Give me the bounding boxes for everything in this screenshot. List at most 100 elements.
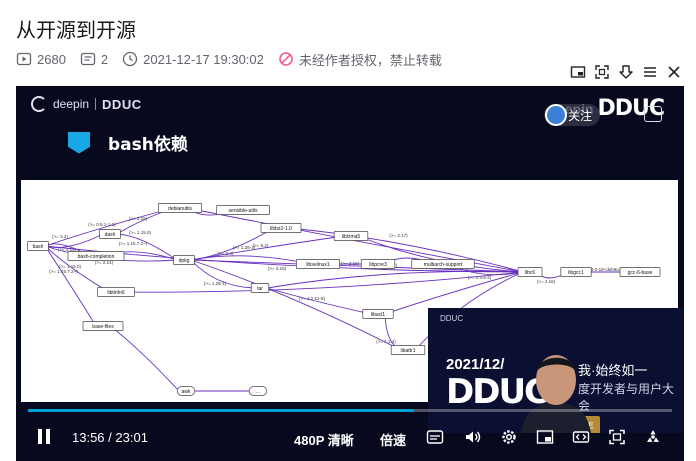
graph-node-box — [176, 386, 196, 396]
graph-node-label: libselinux1 — [306, 262, 330, 268]
time-separator: / — [104, 430, 116, 445]
graph-edge — [384, 313, 402, 351]
player-controls: 13:56 / 23:01 480P 清晰 倍速 — [16, 422, 684, 452]
page-title: 从开源到开源 — [16, 18, 136, 42]
video-meta: 2680 2 2021-12-17 19:30:02 未经作者授权，禁止转载 — [16, 50, 442, 68]
no-repost-icon — [278, 51, 294, 67]
graph-node-box — [250, 283, 270, 293]
graph-edge-label: (>= 1.15.0) — [129, 230, 152, 235]
download-icon[interactable] — [618, 64, 634, 80]
graph-edge-label: (>= 1.28-1) — [233, 245, 256, 250]
volume-icon[interactable] — [464, 428, 482, 446]
graph-node-label: base-files — [92, 324, 114, 330]
danmaku-bubble-icon[interactable] — [644, 106, 662, 122]
slide-logo-duc: DDUC — [102, 96, 142, 112]
publish-time-text: 2021-12-17 19:30:02 — [143, 51, 264, 67]
fullscreen-toggle-icon[interactable] — [644, 428, 662, 446]
graph-node-label: gcc-6-base — [628, 270, 653, 276]
total-time: 23:01 — [115, 430, 148, 445]
widescreen-icon[interactable] — [572, 428, 590, 446]
graph-node-box — [173, 255, 195, 265]
graph-node-box — [27, 241, 49, 251]
graph-edge-label: (>= 1.15.0) — [59, 264, 82, 269]
pause-icon-bar-left — [38, 429, 42, 444]
graph-edge — [190, 235, 345, 261]
slide-logo-deepin: deepin — [53, 97, 90, 111]
subtitle-icon[interactable] — [426, 428, 444, 446]
pip-slogan: 我·始终如一 — [578, 363, 648, 378]
play-count-icon — [16, 51, 32, 67]
graph-edge-label: (>= 1:1.4) — [376, 339, 396, 344]
deepin-logo-icon — [31, 96, 47, 112]
follow-label: 关注 — [567, 108, 592, 123]
speed-button[interactable]: 倍速 — [380, 433, 407, 448]
uploader-avatar[interactable] — [544, 104, 567, 126]
graph-node-label: dpkg — [179, 258, 190, 264]
graph-edge-label: (>= 2.17) — [389, 233, 408, 238]
graph-edge — [190, 259, 524, 273]
graph-edge — [190, 259, 402, 351]
time-display: 13:56 / 23:01 — [72, 430, 148, 445]
shield-icon — [68, 131, 90, 154]
fullscreen-icon[interactable] — [594, 64, 610, 80]
close-icon[interactable] — [666, 64, 682, 80]
graph-edge-label: (>= 2.2.51-8) — [299, 296, 326, 301]
graph-node-box — [67, 251, 125, 261]
speaker-camera-pip: DDUC 2021/12/ DDUC 我·始终如一 度开发者与用户大会 年 — [428, 308, 684, 433]
graph-edge-label: (>= 0.5.1-1-2) — [88, 222, 116, 227]
graph-node-label: libgcc1 — [568, 270, 584, 276]
comment-count: 2 — [80, 51, 108, 67]
graph-node-label: bash-completion — [78, 254, 115, 260]
graph-edge-label: (>= 6.3.0-18+deb9u1) — [579, 267, 623, 272]
quality-button[interactable]: 480P 清晰 — [294, 433, 354, 448]
picture-in-picture-icon[interactable] — [536, 428, 554, 446]
graph-node-box — [97, 287, 135, 297]
graph-node-box — [99, 229, 121, 239]
graph-node-label: libc6 — [525, 270, 536, 276]
pip-big-duc: DDUC — [446, 372, 549, 412]
graph-edge-label: (>= 2.15) — [58, 247, 77, 252]
graph-edge-label: (>= 2.16) — [341, 261, 360, 266]
logo-divider — [95, 98, 97, 110]
graph-edge-label: (>= 2.14) — [95, 260, 114, 265]
graph-node-box — [619, 267, 661, 277]
graph-edge-label: (>= 2.4) — [218, 251, 234, 256]
graph-edge — [266, 270, 524, 289]
graph-node-label: bash — [33, 244, 44, 250]
graph-edge — [190, 255, 312, 265]
graph-edge-label: (>= 1.15.7.2~) — [49, 269, 78, 274]
graph-node-box — [517, 267, 543, 277]
graph-node-label: tar — [257, 286, 263, 292]
graph-edge — [414, 271, 524, 351]
graph-node-box — [411, 259, 475, 269]
video-player[interactable]: deepin DDUC deepin DDUC 关注 bash依赖 (>= 2.… — [16, 86, 684, 461]
brand-duc: DDUC — [597, 96, 665, 121]
copyright-notice: 未经作者授权，禁止转载 — [278, 50, 442, 69]
graph-edge-label: (>= 3.2) — [52, 234, 68, 239]
graph-edge — [287, 227, 524, 273]
graph-node-label: libbz2-1.0 — [270, 226, 292, 232]
pip-logo: DDUC — [440, 314, 463, 323]
mini-player-icon[interactable] — [570, 64, 586, 80]
follow-button[interactable]: 关注 — [543, 104, 600, 126]
graph-edge-label: (>= 2.16) — [537, 279, 556, 284]
graph-node-box — [360, 259, 396, 269]
settings-icon[interactable] — [500, 428, 518, 446]
graph-node-box — [260, 223, 302, 233]
graph-edge — [116, 233, 178, 261]
web-fullscreen-icon[interactable] — [608, 428, 626, 446]
graph-node-box — [82, 321, 124, 331]
graph-edge-label: (>= 2.3.6-2) — [468, 275, 492, 280]
graph-edge-label: (>= 2.15) — [129, 216, 148, 221]
pause-button[interactable] — [38, 429, 54, 445]
graph-edge-label: (>= 5.2) — [253, 243, 269, 248]
graph-node-label: awk — [182, 389, 191, 395]
progress-bar[interactable] — [28, 409, 672, 412]
graph-edge — [266, 287, 372, 315]
comment-icon — [80, 51, 96, 67]
clock-icon — [122, 51, 138, 67]
graph-node-box — [296, 259, 340, 269]
list-icon[interactable] — [642, 64, 658, 80]
graph-node-label: debianutils — [168, 206, 192, 212]
speaker-figure — [521, 355, 591, 433]
